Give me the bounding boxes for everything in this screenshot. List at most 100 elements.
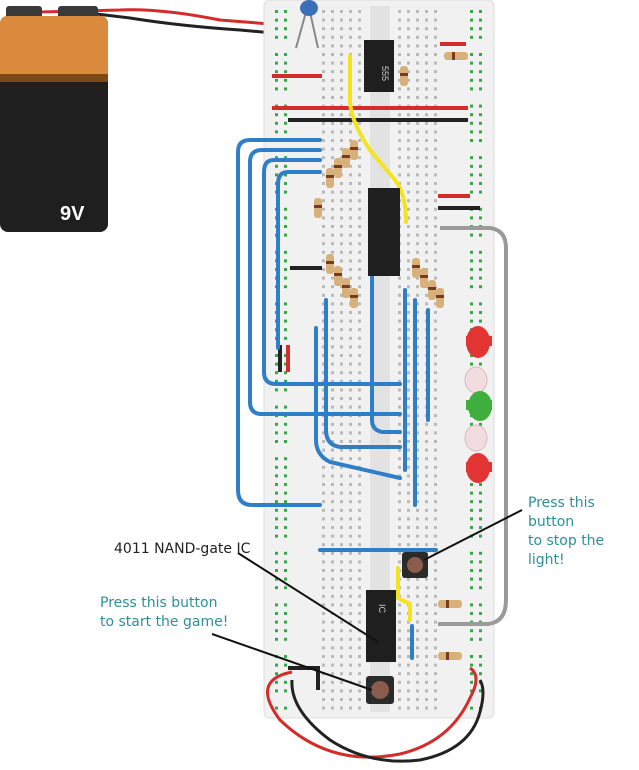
breadboard-hole	[284, 388, 287, 391]
breadboard-hole	[398, 638, 401, 641]
battery-label: 9V	[60, 203, 85, 225]
breadboard-hole	[470, 311, 473, 314]
breadboard-hole	[275, 19, 278, 22]
breadboard-hole	[284, 664, 287, 667]
breadboard-hole	[398, 345, 401, 348]
stop-button[interactable]	[402, 552, 428, 578]
breadboard-hole	[340, 500, 343, 503]
breadboard-hole	[322, 87, 325, 90]
breadboard-hole	[340, 182, 343, 185]
breadboard-hole	[425, 225, 428, 228]
breadboard-hole	[275, 629, 278, 632]
breadboard-hole	[331, 36, 334, 39]
breadboard-hole	[340, 595, 343, 598]
breadboard-hole	[425, 500, 428, 503]
breadboard-hole	[470, 27, 473, 30]
breadboard-hole	[434, 483, 437, 486]
breadboard-hole	[407, 225, 410, 228]
breadboard-hole	[425, 423, 428, 426]
breadboard-hole	[434, 397, 437, 400]
breadboard-hole	[322, 19, 325, 22]
breadboard-hole	[284, 277, 287, 280]
start-note-line-2: to start the game!	[100, 613, 228, 632]
breadboard-hole	[416, 156, 419, 159]
breadboard-hole	[331, 320, 334, 323]
breadboard-hole	[331, 216, 334, 219]
breadboard-hole	[398, 552, 401, 555]
breadboard-hole	[284, 208, 287, 211]
breadboard-hole	[275, 603, 278, 606]
breadboard-hole	[275, 363, 278, 366]
resistor	[412, 258, 420, 278]
breadboard-hole	[340, 681, 343, 684]
breadboard-hole	[407, 259, 410, 262]
breadboard-hole	[407, 535, 410, 538]
breadboard-hole	[358, 19, 361, 22]
breadboard-hole	[416, 707, 419, 710]
breadboard-hole	[331, 681, 334, 684]
breadboard-hole	[470, 655, 473, 658]
breadboard-hole	[407, 268, 410, 271]
breadboard-hole	[349, 569, 352, 572]
breadboard-hole	[358, 10, 361, 13]
breadboard-hole	[340, 53, 343, 56]
breadboard-hole	[349, 638, 352, 641]
breadboard-hole	[416, 10, 419, 13]
breadboard-hole	[284, 457, 287, 460]
breadboard-hole	[425, 578, 428, 581]
breadboard-hole	[470, 664, 473, 667]
breadboard-hole	[340, 70, 343, 73]
breadboard-hole	[407, 466, 410, 469]
breadboard-hole	[340, 552, 343, 555]
breadboard-hole	[349, 19, 352, 22]
breadboard-hole	[398, 500, 401, 503]
breadboard-hole	[349, 543, 352, 546]
breadboard-hole	[349, 44, 352, 47]
breadboard-hole	[322, 182, 325, 185]
breadboard-hole	[398, 96, 401, 99]
breadboard-hole	[331, 87, 334, 90]
breadboard-hole	[340, 707, 343, 710]
breadboard-hole	[340, 388, 343, 391]
breadboard-hole	[398, 62, 401, 65]
start-button-note: Press this button to start the game!	[100, 594, 228, 632]
breadboard-hole	[349, 595, 352, 598]
breadboard-hole	[322, 543, 325, 546]
breadboard-hole	[284, 560, 287, 563]
breadboard-hole	[470, 681, 473, 684]
breadboard-hole	[416, 199, 419, 202]
breadboard-hole	[284, 70, 287, 73]
breadboard-hole	[358, 560, 361, 563]
breadboard-hole	[284, 302, 287, 305]
breadboard-hole	[358, 148, 361, 151]
breadboard-hole	[322, 268, 325, 271]
breadboard-hole	[358, 311, 361, 314]
breadboard-hole	[407, 19, 410, 22]
breadboard-hole	[340, 113, 343, 116]
breadboard-hole	[479, 79, 482, 82]
breadboard-hole	[434, 70, 437, 73]
breadboard-hole	[275, 664, 278, 667]
breadboard-hole	[358, 87, 361, 90]
breadboard-hole	[322, 242, 325, 245]
breadboard-hole	[434, 216, 437, 219]
breadboard-hole	[322, 259, 325, 262]
breadboard-hole	[284, 689, 287, 692]
breadboard-hole	[358, 500, 361, 503]
breadboard-hole	[434, 148, 437, 151]
breadboard-hole	[284, 440, 287, 443]
breadboard-hole	[434, 655, 437, 658]
breadboard-hole	[479, 526, 482, 529]
breadboard-hole	[331, 664, 334, 667]
breadboard-hole	[349, 10, 352, 13]
breadboard-hole	[416, 543, 419, 546]
led-white-2	[465, 425, 487, 451]
breadboard-hole	[434, 560, 437, 563]
breadboard-hole	[398, 612, 401, 615]
breadboard-hole	[407, 440, 410, 443]
breadboard-hole	[479, 638, 482, 641]
breadboard-hole	[470, 79, 473, 82]
breadboard-hole	[322, 199, 325, 202]
breadboard-hole	[284, 337, 287, 340]
